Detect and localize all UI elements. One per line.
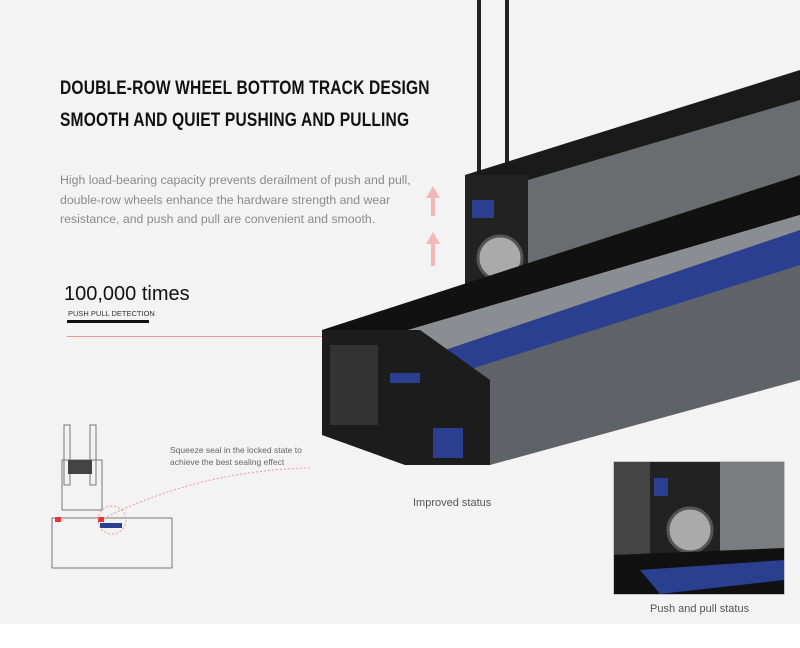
product-banner: DOUBLE-ROW WHEEL BOTTOM TRACK DESIGN SMO… — [0, 0, 800, 624]
headline-line-1: DOUBLE-ROW WHEEL BOTTOM TRACK DESIGN — [60, 78, 430, 99]
caption-push-pull: Push and pull status — [650, 603, 750, 615]
glass-edge — [505, 0, 509, 178]
stat-underline — [67, 320, 149, 323]
description-text: High load-bearing capacity prevents dera… — [60, 173, 411, 226]
up-arrow-icon — [426, 186, 440, 266]
glass-edge — [477, 0, 481, 178]
stat-label: PUSH PULL DETECTION — [68, 309, 155, 318]
caption-improved: Improved status — [413, 497, 492, 509]
headline-line-2: SMOOTH AND QUIET PUSHING AND PULLING — [60, 110, 410, 131]
stat-value: 100,000 times — [64, 283, 190, 305]
profile-illustration — [51, 0, 800, 595]
push-pull-inset — [613, 461, 785, 595]
pointer-line — [67, 336, 322, 337]
seal-note: Squeeze seal in the locked state to achi… — [170, 445, 302, 467]
